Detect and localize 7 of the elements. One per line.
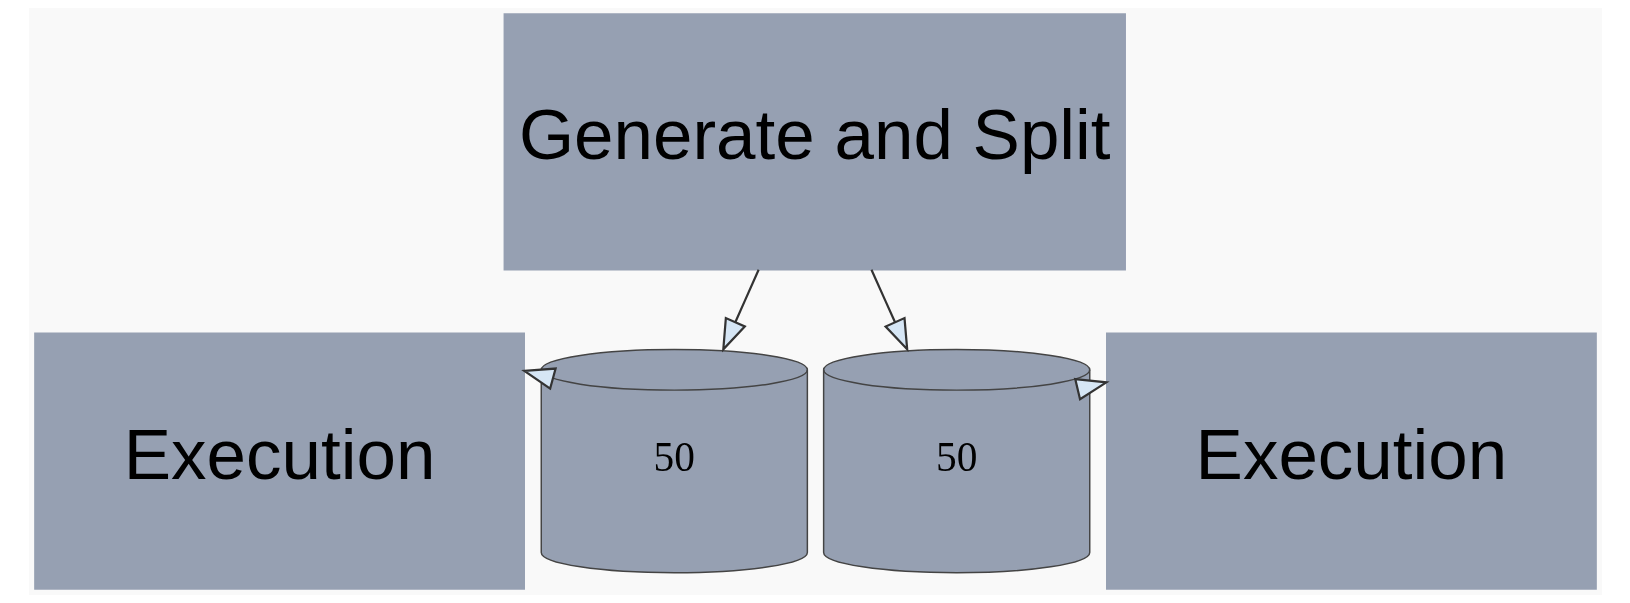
node-box: Generate and Split [503,13,1126,271]
arrow [721,269,760,353]
arrow [1073,377,1110,402]
arrow [869,269,909,353]
arrow [520,367,557,391]
node-box: Execution [33,332,525,590]
node-box: Execution [1105,332,1597,590]
